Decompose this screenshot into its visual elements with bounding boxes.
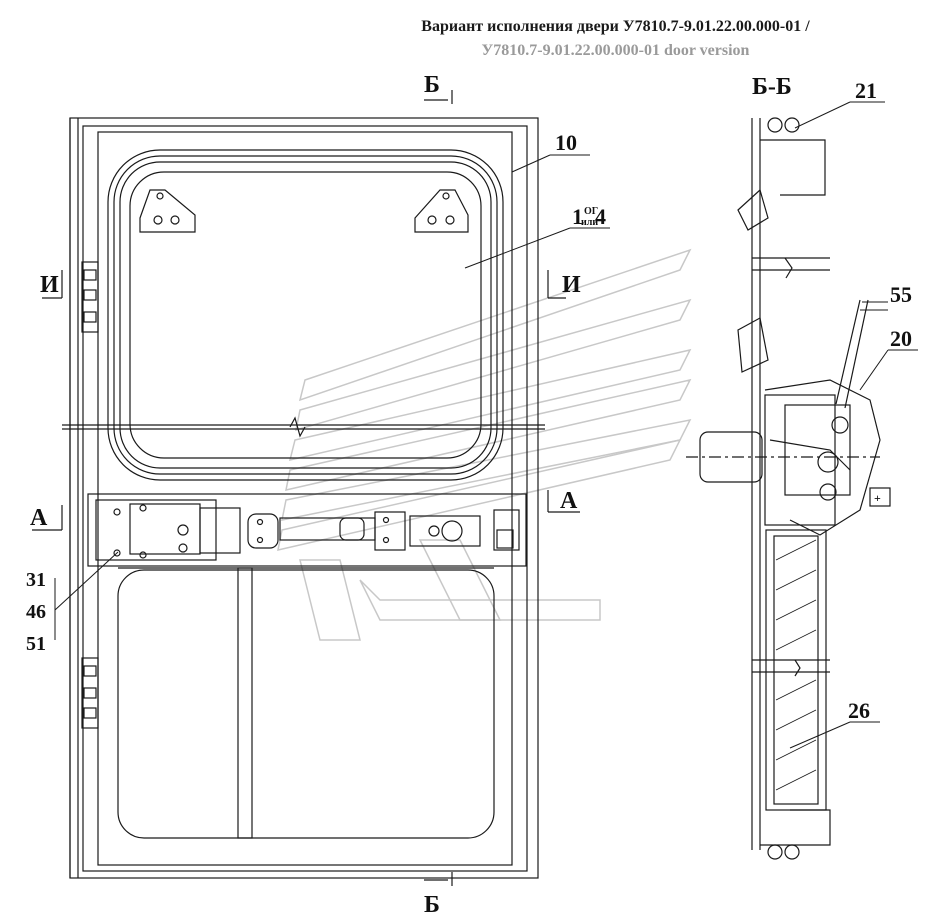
section-bb-profile <box>686 117 891 860</box>
leader-lines-section <box>789 101 918 749</box>
callout-51: 51 <box>26 633 46 655</box>
callout-46: 46 <box>26 601 46 623</box>
callout-ili: или <box>581 217 598 228</box>
window-glass-outer <box>107 149 504 481</box>
section-mark-a-right: А <box>560 488 578 514</box>
section-mark-b-bottom: Б <box>424 892 440 918</box>
section-mark-i-right: И <box>562 272 581 298</box>
section-mark-b-top: Б <box>424 72 440 98</box>
section-marks-main <box>32 90 580 886</box>
window-glass <box>129 171 482 459</box>
callout-og: ОГ <box>584 206 598 217</box>
callout-1: 1 <box>572 204 583 229</box>
callout-55: 55 <box>890 282 912 307</box>
insulation-hatch <box>775 539 817 791</box>
section-title-bb: Б-Б <box>752 74 792 100</box>
callout-21: 21 <box>855 78 877 103</box>
lock-bar-assembly <box>87 493 527 567</box>
callout-26: 26 <box>848 698 870 723</box>
callout-4: 4 <box>595 204 606 229</box>
section-mark-i-left: И <box>40 272 59 298</box>
callout-plus: + <box>874 491 881 505</box>
drawing-title-en: У7810.7-9.01.22.00.000-01 door version <box>481 42 750 59</box>
callout-31: 31 <box>26 569 46 591</box>
leader-lines-main <box>54 154 610 640</box>
lower-panel <box>117 569 495 839</box>
window-latch-right <box>414 189 469 233</box>
watermark-logo <box>277 248 692 641</box>
callout-20: 20 <box>890 326 912 351</box>
drawing-title-ru: Вариант исполнения двери У7810.7-9.01.22… <box>421 18 810 35</box>
hinge-upper <box>81 261 99 333</box>
callout-10: 10 <box>555 130 577 155</box>
hinge-lower <box>81 657 99 729</box>
window-latch-left <box>139 189 196 233</box>
door-inner-frame <box>82 125 528 872</box>
section-mark-a-left: А <box>30 505 48 531</box>
